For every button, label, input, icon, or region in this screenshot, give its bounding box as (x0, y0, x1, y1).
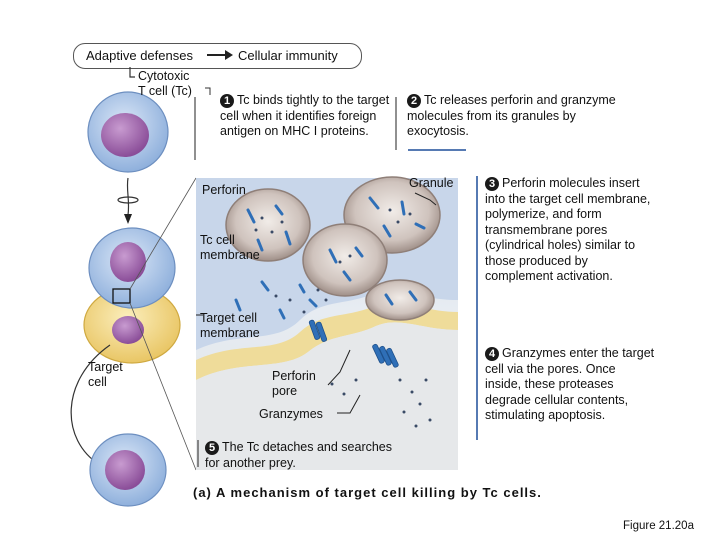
magnified-synapse-panel (196, 176, 458, 470)
step-1-number: 1 (220, 94, 234, 108)
step-5-text: The Tc detaches and searches for another… (205, 440, 393, 470)
target-membrane-label: Target cell membrane (200, 311, 260, 340)
cytotoxic-t-cell-label: Cytotoxic T cell (Tc) (138, 69, 192, 98)
perforin-label: Perforin (202, 183, 246, 197)
figure-number: Figure 21.20a (623, 520, 694, 532)
cytotoxic-t-cell-1 (87, 91, 169, 173)
target-cell-label: Target cell (88, 360, 123, 389)
arrow-right-icon (207, 50, 233, 60)
step-4-text: Granzymes enter the target cell via the … (485, 346, 655, 422)
step-2-number: 2 (407, 94, 421, 108)
perforin-pore-label: Perforin pore (272, 369, 316, 398)
step-5-number: 5 (205, 441, 219, 455)
step-3-number: 3 (485, 177, 499, 191)
figure-caption: (a) A mechanism of target cell killing b… (193, 485, 542, 500)
cellular-immunity-label: Cellular immunity (238, 48, 338, 63)
granule-label: Granule (409, 176, 454, 190)
step-1-text: Tc binds tightly to the target cell when… (220, 93, 390, 138)
tc-membrane-label: Tc cell membrane (200, 233, 260, 262)
bound-cell-pair (83, 227, 181, 364)
cytotoxic-t-cell-2 (89, 433, 167, 507)
pathway-header: Adaptive defenses Cellular immunity (73, 43, 362, 69)
step-3-text: Perforin molecules insert into the targe… (485, 176, 651, 283)
adaptive-defenses-label: Adaptive defenses (86, 48, 193, 63)
step-4-number: 4 (485, 347, 499, 361)
granzymes-label: Granzymes (259, 407, 323, 421)
step-2-text: Tc releases perforin and granzyme molecu… (407, 93, 616, 138)
